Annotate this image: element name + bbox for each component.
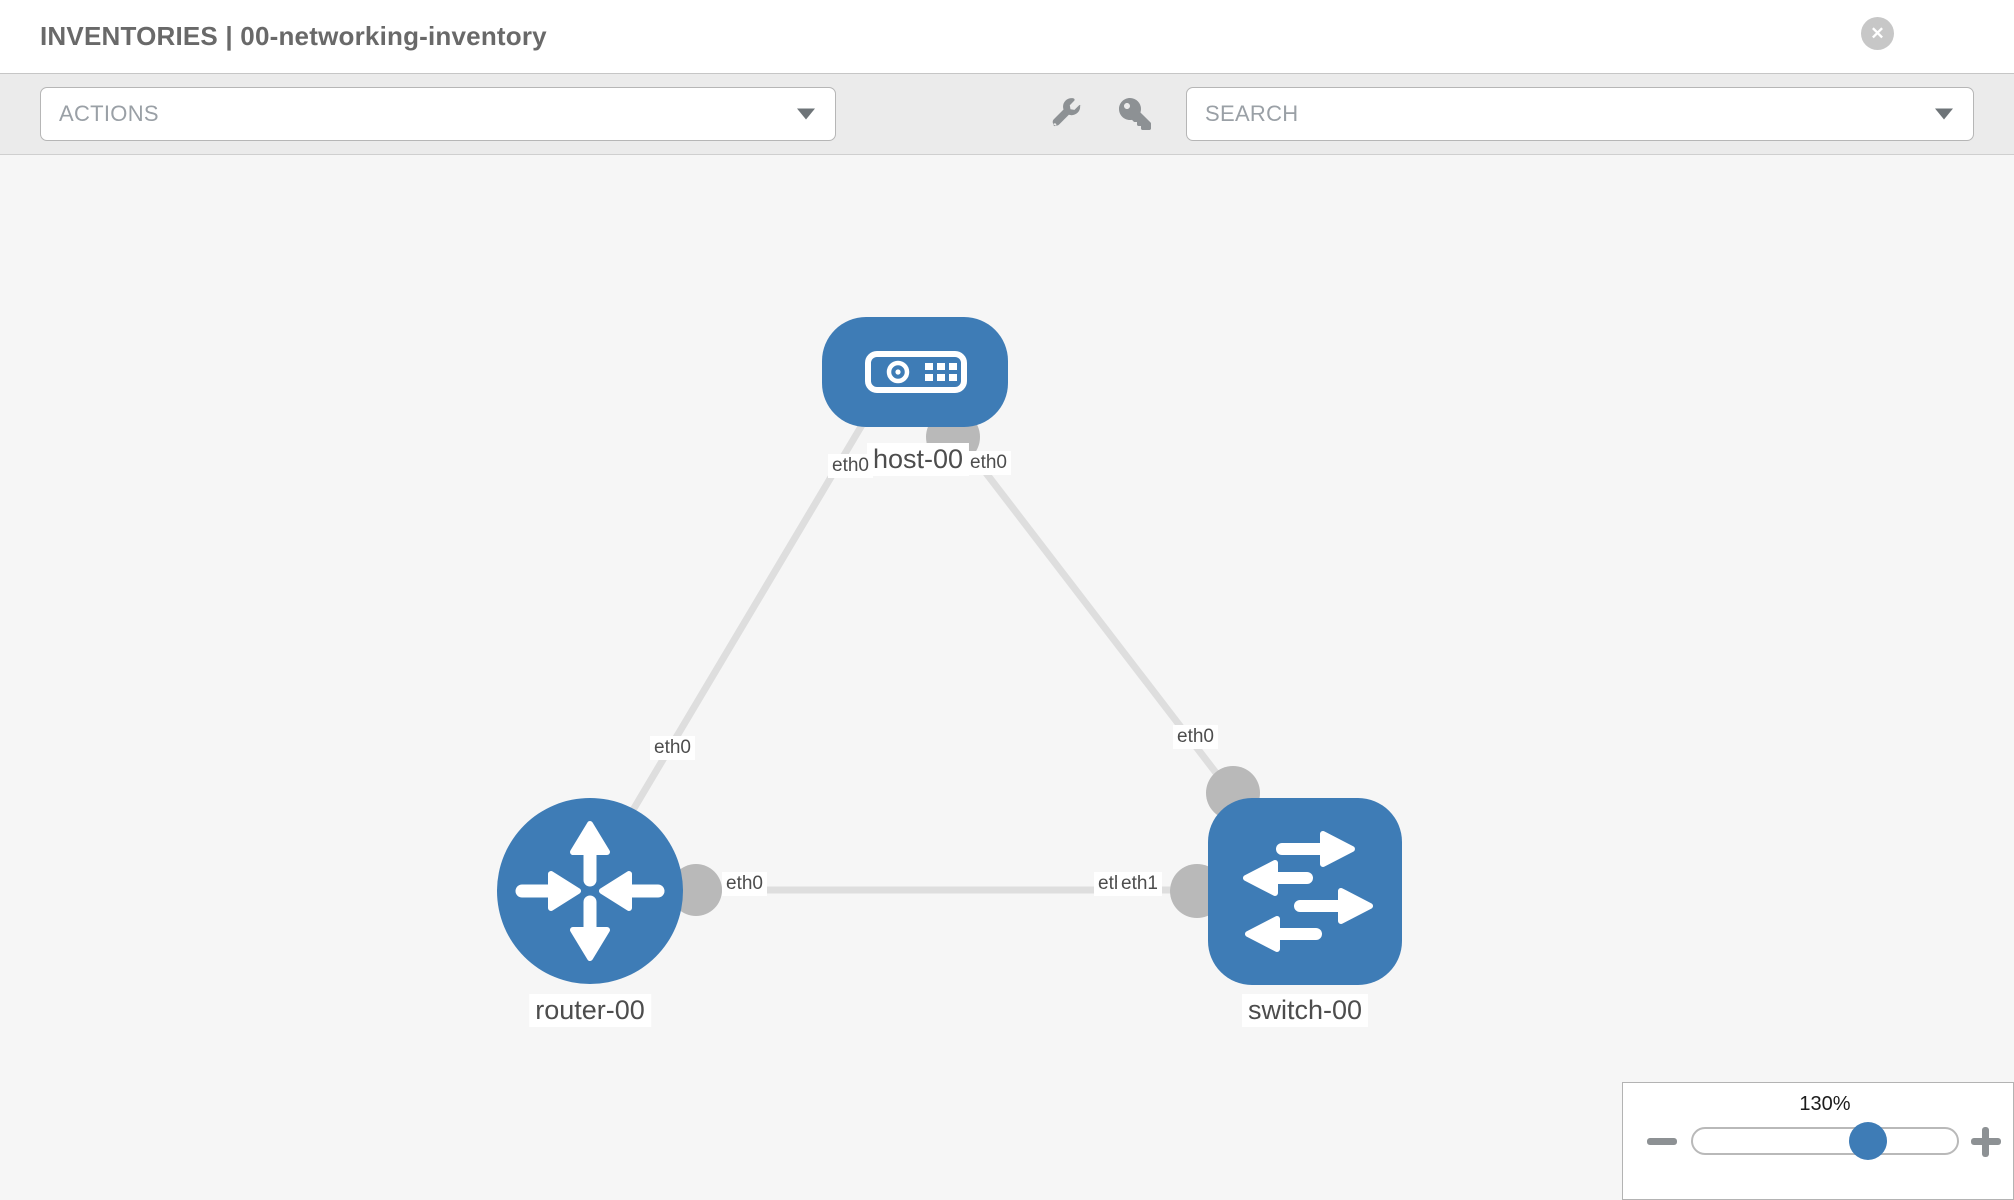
iface-label-link-switch-eth1: eth1 bbox=[1117, 872, 1162, 896]
wrench-icon bbox=[1052, 98, 1082, 127]
zoom-slider-thumb[interactable] bbox=[1849, 1122, 1887, 1160]
actions-dropdown[interactable]: ACTIONS bbox=[40, 87, 836, 141]
header: INVENTORIES | 00-networking-inventory ✕ bbox=[0, 0, 2014, 73]
node-router-00[interactable] bbox=[497, 798, 683, 984]
host-icon bbox=[865, 351, 967, 393]
node-switch-00[interactable] bbox=[1208, 798, 1402, 985]
router-icon bbox=[515, 821, 665, 961]
close-icon: ✕ bbox=[1870, 24, 1885, 43]
port-router-eth0 bbox=[670, 864, 722, 916]
chevron-down-icon bbox=[1935, 108, 1953, 120]
zoom-slider-track[interactable] bbox=[1691, 1122, 1959, 1160]
iface-label-host-right: eth0 bbox=[966, 451, 1011, 475]
node-label-switch: switch-00 bbox=[1241, 994, 1369, 1027]
links bbox=[626, 423, 1236, 894]
search-dropdown[interactable]: SEARCH bbox=[1186, 87, 1974, 141]
key-icon bbox=[1119, 98, 1151, 130]
zoom-level: 130% bbox=[1799, 1093, 1851, 1115]
actions-dropdown-label: ACTIONS bbox=[59, 101, 159, 126]
iface-label-host-left: eth0 bbox=[828, 454, 873, 478]
chevron-down-icon bbox=[797, 108, 815, 120]
zoom-in-button plus-icon[interactable] bbox=[1971, 1127, 2001, 1157]
key-button[interactable] bbox=[1119, 98, 1151, 130]
node-label-host: host-00 bbox=[866, 443, 970, 476]
node-label-router: router-00 bbox=[529, 994, 651, 1027]
search-dropdown-label: SEARCH bbox=[1205, 101, 1299, 126]
close-button[interactable]: ✕ bbox=[1861, 17, 1894, 50]
zoom-panel: 130% bbox=[1622, 1082, 2014, 1200]
node-host-00[interactable] bbox=[822, 317, 1008, 427]
toolbar: ACTIONS SEARCH bbox=[0, 73, 2014, 155]
topology-canvas[interactable]: host-00 router-00 switch-00 eth0 eth0 et… bbox=[0, 155, 2014, 1200]
page-title: INVENTORIES | 00-networking-inventory bbox=[40, 21, 547, 51]
iface-label-switch-top: eth0 bbox=[1173, 725, 1218, 749]
iface-label-router-top: eth0 bbox=[650, 736, 695, 760]
iface-label-link-router: eth0 bbox=[722, 872, 767, 896]
switch-icon bbox=[1243, 831, 1373, 952]
zoom-out-button minus-icon[interactable] bbox=[1647, 1138, 1677, 1145]
wrench-button[interactable] bbox=[1051, 98, 1083, 130]
